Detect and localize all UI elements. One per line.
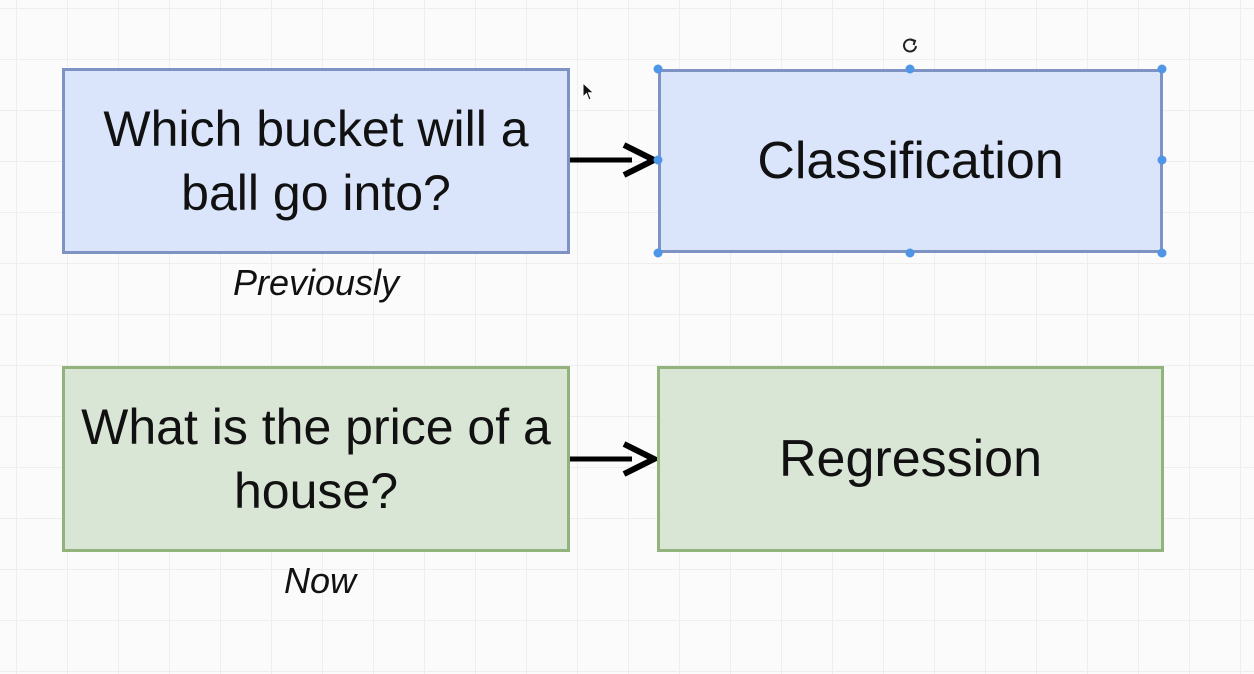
node-a1-label: Classification [757, 132, 1064, 190]
caption-previously: Previously [232, 262, 400, 303]
resize-handle-se[interactable] [1157, 248, 1167, 258]
node-q2[interactable]: What is the price of a house? [62, 366, 570, 552]
resize-handle-e[interactable] [1157, 155, 1167, 165]
node-q2-label: What is the price of a house? [81, 399, 551, 519]
resize-handle-sw[interactable] [653, 248, 663, 258]
rotate-icon[interactable] [900, 36, 920, 56]
node-a1[interactable]: Classification [658, 69, 1163, 253]
resize-handle-n[interactable] [905, 64, 915, 74]
arrow-q2-to-a2[interactable] [570, 441, 658, 477]
node-q1[interactable]: Which bucket will a ball go into? [62, 68, 570, 254]
resize-handle-ne[interactable] [1157, 64, 1167, 74]
resize-handle-nw[interactable] [653, 64, 663, 74]
node-q1-label: Which bucket will a ball go into? [103, 101, 529, 221]
mouse-pointer-icon [582, 82, 595, 101]
node-a2[interactable]: Regression [657, 366, 1164, 552]
caption-now: Now [283, 560, 357, 601]
node-a2-label: Regression [778, 430, 1043, 488]
arrow-q1-to-a1[interactable] [570, 142, 658, 178]
arrow-head [622, 441, 658, 477]
resize-handle-s[interactable] [905, 248, 915, 258]
resize-handle-w[interactable] [653, 155, 663, 165]
